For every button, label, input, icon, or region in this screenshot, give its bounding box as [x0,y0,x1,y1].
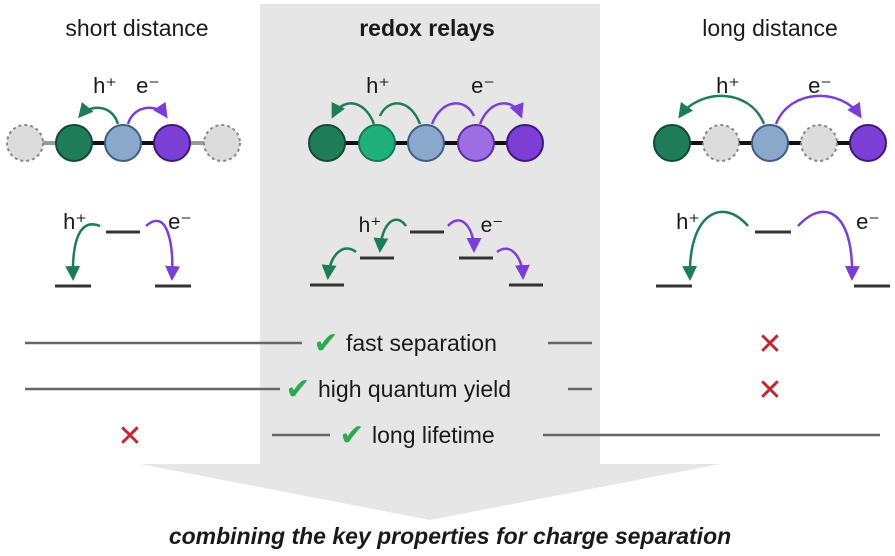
summary-caption: combining the key properties for charge … [169,523,731,549]
hole-label: h⁺ [716,73,740,98]
hole-label: h⁺ [366,73,390,98]
cross-icon: ✕ [757,328,782,361]
hole-label: h⁺ [676,209,700,234]
property-label: fast separation [346,330,497,356]
empty-site [6,124,44,162]
property-label: long lifetime [372,422,495,448]
chromophore-site [407,124,445,162]
redox-relay-transfer-arrows [331,101,524,125]
relay-donor-site [358,124,396,162]
redox-relay-chain [308,124,544,162]
check-icon: ✔ [285,373,310,406]
electron-label: e⁻ [136,73,160,98]
hole-label: h⁺ [63,209,87,234]
check-icon: ✔ [339,419,364,452]
chromophore-site [104,124,142,162]
long-distance-title: long distance [702,15,838,41]
property-row-fast-separation: ✔ fast separation ✕ [25,327,783,361]
hole-label: h⁺ [93,73,117,98]
electron-label: e⁻ [808,73,832,98]
short-distance-chain [6,124,241,162]
long-distance-chain [653,124,887,162]
donor-site [653,124,691,162]
donor-site [55,124,93,162]
cross-icon: ✕ [117,420,142,453]
electron-label: e⁻ [856,209,880,234]
empty-site [800,124,838,162]
empty-site [203,124,241,162]
relay-acceptor-site [457,124,495,162]
electron-label: e⁻ [471,73,495,98]
acceptor-site [153,124,191,162]
property-label: high quantum yield [318,376,511,402]
acceptor-site [849,124,887,162]
check-icon: ✔ [313,327,338,360]
cross-icon: ✕ [757,374,782,407]
electron-label: e⁻ [481,214,504,237]
long-distance-energy-diagram [656,210,890,288]
empty-site [702,124,740,162]
property-row-high-quantum-yield: ✔ high quantum yield ✕ [25,373,783,407]
hole-label: h⁺ [359,214,382,237]
electron-label: e⁻ [168,209,192,234]
property-row-long-lifetime: ✕ ✔ long lifetime [117,419,880,453]
short-distance-transfer-arrows [78,101,168,125]
relay-panel [140,4,720,520]
long-distance-transfer-arrows [678,94,862,125]
redox-relay-energy-diagram [310,218,543,287]
donor-site [308,124,346,162]
redox-relays-title: redox relays [359,15,495,41]
chromophore-site [751,124,789,162]
short-distance-energy-diagram [55,219,191,288]
acceptor-site [506,124,544,162]
short-distance-title: short distance [65,15,208,41]
